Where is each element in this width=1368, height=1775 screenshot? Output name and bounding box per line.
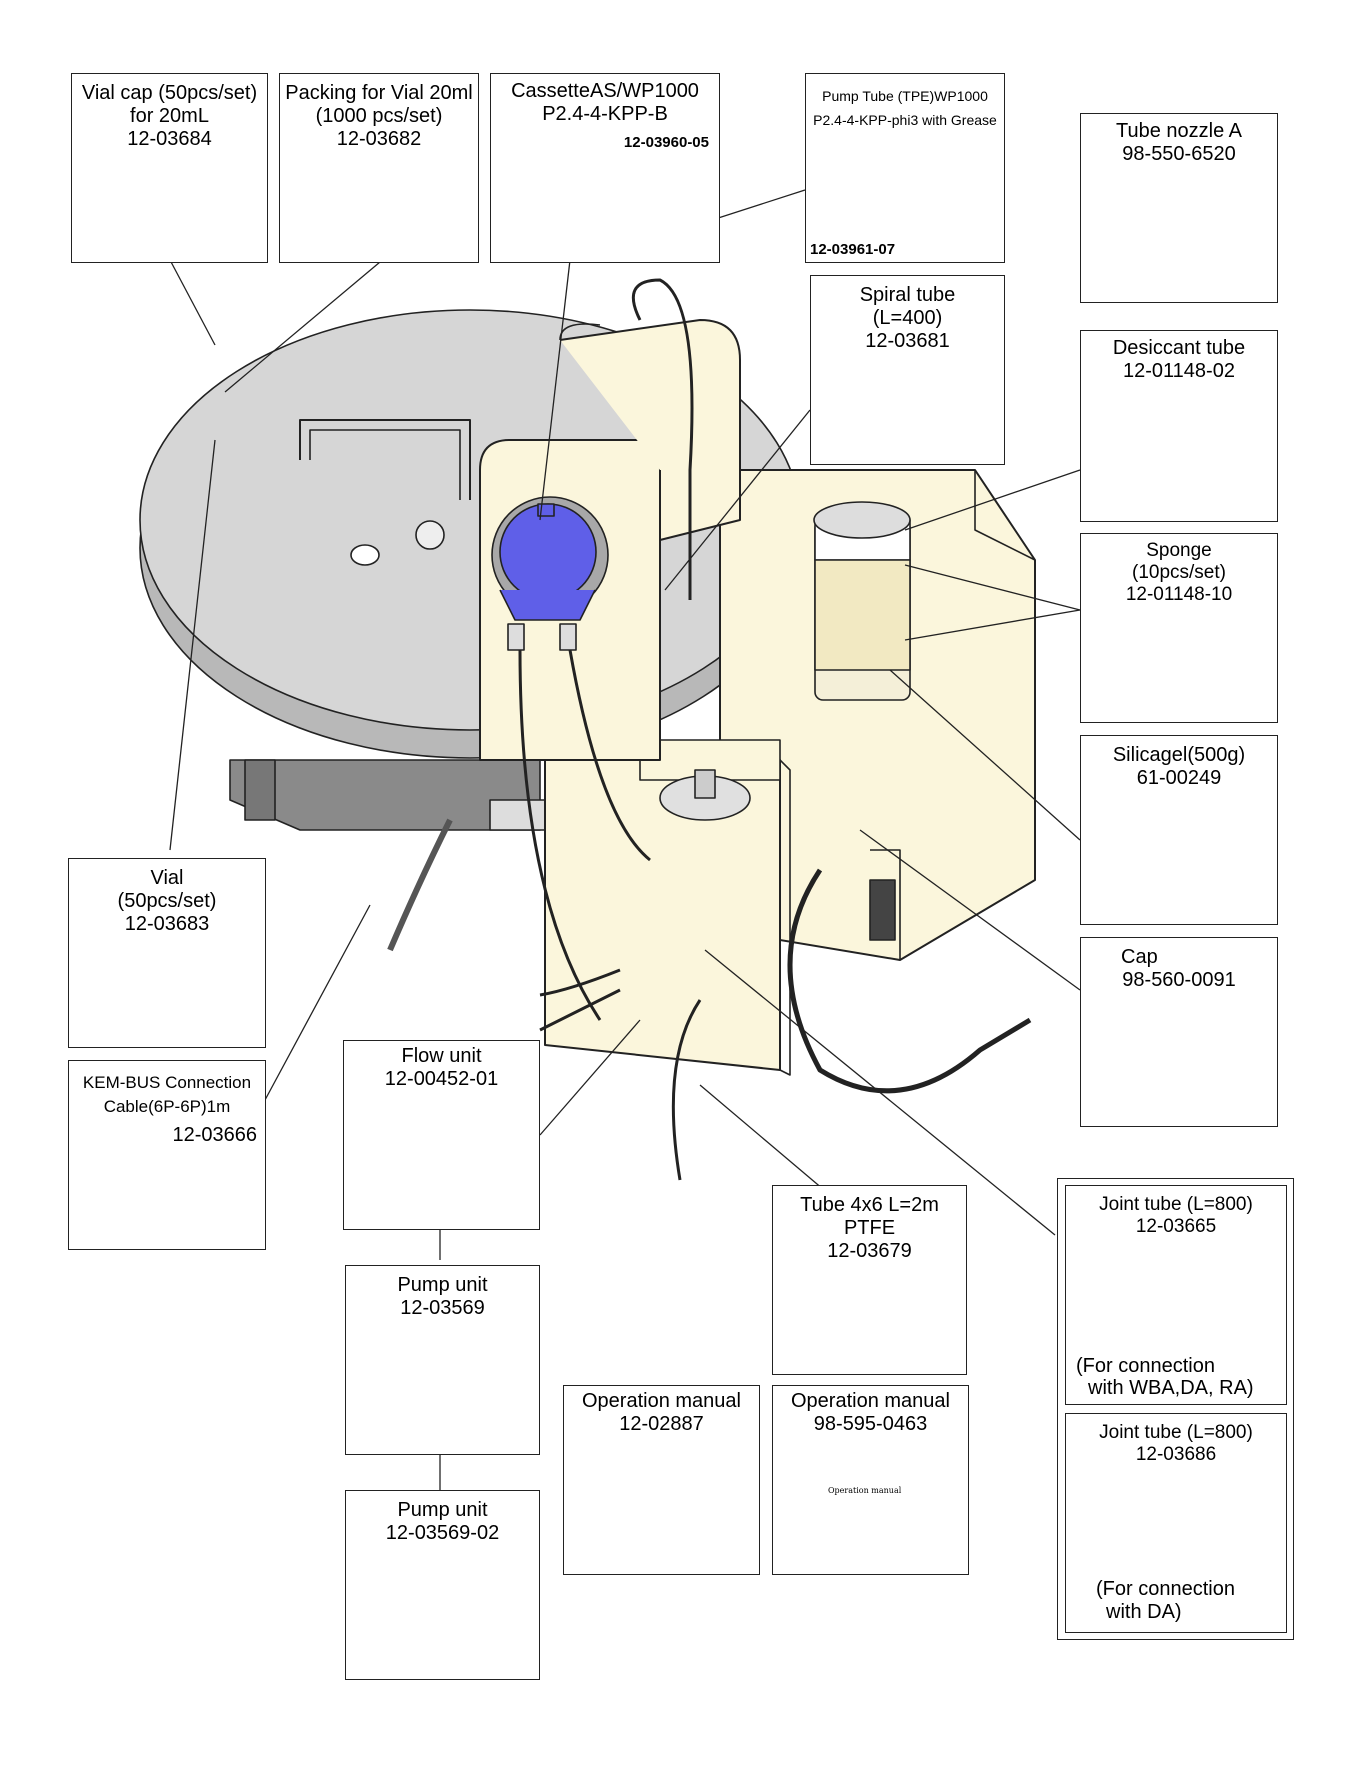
packing-code: 12-03682 — [336, 128, 422, 150]
callout-silicagel: Silicagel(500g) 61-00249 — [1080, 735, 1278, 925]
tube-nozzle-name: Tube nozzle A — [1115, 120, 1242, 142]
sponge-name: Sponge — [1146, 540, 1212, 561]
callout-pump-tube: Pump Tube (TPE)WP1000 P2.4-4-KPP-phi3 wi… — [805, 73, 1005, 263]
callout-tube-4x6: Tube 4x6 L=2m PTFE 12-03679 — [772, 1185, 967, 1375]
manual-cd-name: Operation manual — [582, 1390, 741, 1412]
spiral-tube-name: Spiral tube — [859, 284, 956, 306]
joint-tube-1-name: Joint tube (L=800) — [1099, 1194, 1253, 1215]
pump-unit-2-code: 12-03569-02 — [385, 1522, 500, 1544]
manual-book-name: Operation manual — [791, 1390, 950, 1412]
callout-joint-tube-2: Joint tube (L=800) 12-03686 (For connect… — [1065, 1413, 1287, 1633]
callout-packing: Packing for Vial 20ml (1000 pcs/set) 12-… — [279, 73, 479, 263]
callout-flow-unit: Flow unit 12-00452-01 — [343, 1040, 540, 1230]
tube-4x6-code: 12-03679 — [827, 1240, 912, 1262]
callout-manual-book: Operation manual 98-595-0463 Operation m… — [772, 1385, 969, 1575]
callout-kem-bus-cable: KEM-BUS Connection Cable(6P-6P)1m 12-036… — [68, 1060, 266, 1250]
vial-spec: (50pcs/set) — [117, 890, 217, 912]
spiral-tube-length: (L=400) — [872, 307, 943, 329]
vial-cap-code: 12-03684 — [127, 128, 212, 150]
kem-bus-spec: Cable(6P-6P)1m — [103, 1096, 231, 1116]
pump-unit-1-name: Pump unit — [397, 1274, 488, 1296]
main-unit-body — [479, 319, 1036, 1076]
silicagel-name: Silicagel(500g) — [1112, 744, 1246, 766]
cassette-name: CassetteAS/WP1000 — [511, 80, 699, 102]
callout-pump-unit-1: Pump unit 12-03569 — [345, 1265, 540, 1455]
sponge-code: 12-01148-10 — [1125, 583, 1233, 605]
callout-vial-cap: Vial cap (50pcs/set) for 20mL 12-03684 — [71, 73, 268, 263]
manual-book-code: 98-595-0463 — [813, 1413, 928, 1435]
pump-unit-2-name: Pump unit — [397, 1499, 488, 1521]
cassette-code: 12-03960-05 — [623, 134, 709, 151]
kem-bus-code: 12-03666 — [172, 1124, 257, 1147]
joint-tube-2-name: Joint tube (L=800) — [1099, 1422, 1253, 1443]
cassette-model: P2.4-4-KPP-B — [542, 103, 668, 125]
cap-code: 98-560-0091 — [1122, 969, 1236, 991]
joint-tube-group — [1057, 1178, 1294, 1640]
callout-tube-nozzle: Tube nozzle A 98-550-6520 — [1080, 113, 1278, 303]
manual-cover-text: Operation manual — [828, 1486, 902, 1495]
joint-tube-1-code: 12-03665 — [1135, 1215, 1217, 1237]
desiccant-tube-name: Desiccant tube — [1112, 337, 1246, 359]
pump-unit-1-code: 12-03569 — [400, 1297, 485, 1319]
callout-manual-cd: Operation manual 12-02887 — [563, 1385, 760, 1575]
vial-cap-spec: for 20mL — [130, 105, 209, 127]
tube-4x6-material: PTFE — [843, 1217, 896, 1239]
cap-name: Cap — [1121, 946, 1158, 968]
manual-cd-code: 12-02887 — [619, 1413, 704, 1435]
joint-tube-1-note-1: (For connection — [1076, 1355, 1215, 1377]
desiccant-tube-code: 12-01148-02 — [1123, 360, 1235, 382]
desiccant-tube-installed — [813, 501, 911, 701]
vial-cap-name: Vial cap (50pcs/set) — [81, 82, 258, 104]
cables-and-tubes — [387, 278, 1032, 1181]
pump-tube-spec: P2.4-4-KPP-phi3 with Grease — [813, 112, 997, 129]
joint-tube-2-code: 12-03686 — [1135, 1443, 1217, 1465]
flow-unit-code: 12-00452-01 — [384, 1068, 499, 1090]
callout-spiral-tube: Spiral tube (L=400) 12-03681 — [810, 275, 1005, 465]
spiral-tube-code: 12-03681 — [865, 330, 950, 352]
kem-bus-name: KEM-BUS Connection — [82, 1073, 252, 1092]
silicagel-code: 61-00249 — [1136, 767, 1222, 789]
sponge-spec: (10pcs/set) — [1132, 561, 1226, 583]
tube-nozzle-code: 98-550-6520 — [1122, 143, 1236, 165]
vial-name: Vial — [150, 867, 184, 889]
pump-cassette-installed — [491, 496, 609, 651]
joint-tube-2-note-2: with DA) — [1106, 1601, 1182, 1623]
callout-cap: Cap 98-560-0091 — [1080, 937, 1278, 1127]
callout-joint-tube-1: Joint tube (L=800) 12-03665 (For connect… — [1065, 1185, 1287, 1405]
vial-code: 12-03683 — [124, 913, 210, 935]
pump-tube-code: 12-03961-07 — [810, 241, 896, 258]
joint-tube-1-note-2: with WBA,DA, RA) — [1088, 1377, 1254, 1399]
callout-pump-unit-2: Pump unit 12-03569-02 — [345, 1490, 540, 1680]
callout-desiccant-tube: Desiccant tube 12-01148-02 — [1080, 330, 1278, 522]
callout-sponge: Sponge (10pcs/set) 12-01148-10 — [1080, 533, 1278, 723]
flow-unit-name: Flow unit — [401, 1045, 482, 1067]
callout-cassette: CassetteAS/WP1000 P2.4-4-KPP-B 12-03960-… — [490, 73, 720, 263]
tube-4x6-name: Tube 4x6 L=2m — [800, 1194, 939, 1216]
joint-tube-2-note-1: (For connection — [1096, 1578, 1235, 1600]
callout-vial: Vial (50pcs/set) 12-03683 — [68, 858, 266, 1048]
packing-spec: (1000 pcs/set) — [315, 105, 443, 127]
pump-tube-name: Pump Tube (TPE)WP1000 — [822, 88, 988, 104]
packing-name: Packing for Vial 20ml — [285, 82, 473, 104]
leader-lines — [169, 189, 1081, 1490]
